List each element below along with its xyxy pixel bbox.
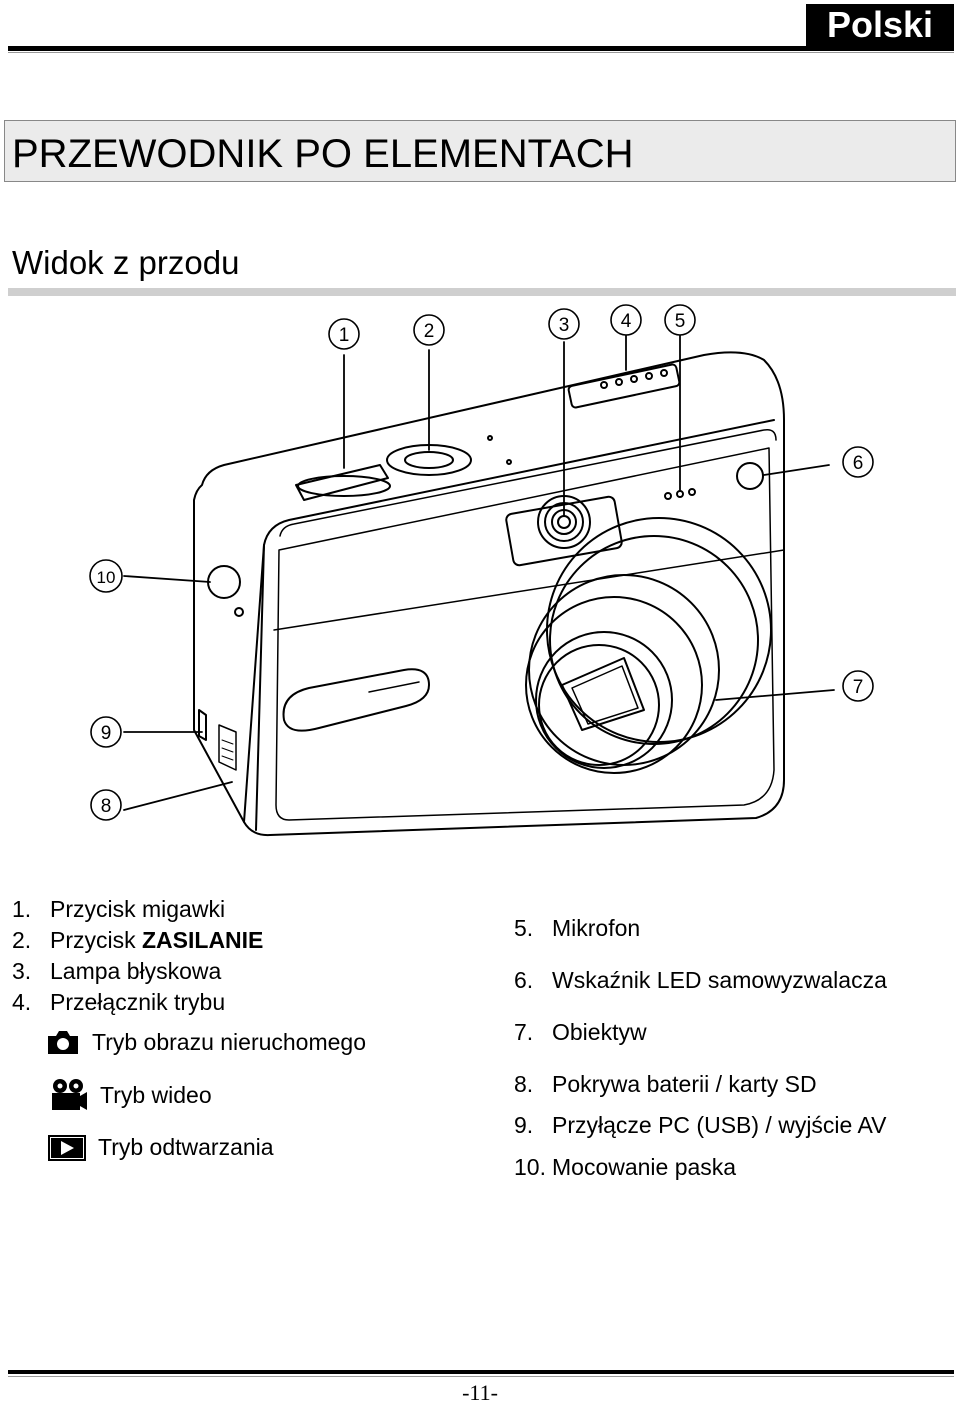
callout-label-9: 9 <box>101 723 112 744</box>
mode-item-video: Tryb wideo <box>48 1078 212 1112</box>
callout-3 <box>548 308 580 340</box>
header-rule <box>8 46 954 51</box>
section-title-bar <box>4 120 956 182</box>
mode-item-playback: Tryb odtwarzania <box>48 1134 274 1161</box>
list-item: 2.Przycisk ZASILANIE <box>12 927 264 953</box>
mode-item-still: Tryb obrazu nieruchomego <box>46 1028 366 1056</box>
section-title: PRZEWODNIK PO ELEMENTACH <box>12 132 634 176</box>
callout-label-5: 5 <box>675 311 686 332</box>
callout-label-3: 3 <box>559 315 570 336</box>
footer-rule-thin <box>8 1376 954 1377</box>
callout-label-1: 1 <box>339 325 350 346</box>
callout-9 <box>90 716 122 748</box>
callout-7 <box>842 670 874 702</box>
list-item: 10.Mocowanie paska <box>514 1154 737 1180</box>
list-item: 5.Mikrofon <box>514 915 641 941</box>
page-number: -11- <box>462 1380 498 1405</box>
list-item: 3.Lampa błyskowa <box>12 958 222 984</box>
callout-5 <box>664 304 696 336</box>
list-item: 9.Przyłącze PC (USB) / wyjście AV <box>514 1112 887 1138</box>
callout-4 <box>610 304 642 336</box>
header-rule-thin <box>8 52 954 53</box>
camera-body <box>193 351 785 837</box>
parts-list-left: 1.Przycisk migawki 2.Przycisk ZASILANIE … <box>12 894 263 1018</box>
callout-label-2: 2 <box>424 321 435 342</box>
subsection-title: Widok z przodu <box>12 244 240 281</box>
callout-2 <box>413 314 445 346</box>
list-item: 8.Pokrywa baterii / karty SD <box>514 1071 817 1097</box>
callout-1 <box>328 318 360 350</box>
camera-front-view-illustration: 1 2 3 4 5 6 7 8 9 10 <box>89 304 874 837</box>
callout-10 <box>89 559 123 593</box>
callout-label-7: 7 <box>853 677 864 698</box>
subsection-rule <box>8 288 956 296</box>
list-item: 1.Przycisk migawki <box>12 896 226 922</box>
callout-8 <box>90 789 122 821</box>
parts-list-right: 5.Mikrofon 6.Wskaźnik LED samowyzwalacza… <box>514 902 887 1188</box>
camera-icon <box>48 1031 78 1054</box>
footer-rule <box>8 1370 954 1374</box>
language-badge: Polski <box>806 4 954 46</box>
list-item: 6.Wskaźnik LED samowyzwalacza <box>514 967 887 993</box>
callout-label-10: 10 <box>97 568 116 587</box>
list-item: 4.Przełącznik trybu <box>12 989 226 1015</box>
movie-camera-icon <box>52 1079 87 1110</box>
callout-label-4: 4 <box>621 311 632 332</box>
list-item: 7.Obiektyw <box>514 1019 647 1045</box>
callout-6 <box>842 446 874 478</box>
play-icon <box>48 1134 86 1161</box>
callout-label-6: 6 <box>853 453 864 474</box>
callout-label-8: 8 <box>101 796 112 817</box>
